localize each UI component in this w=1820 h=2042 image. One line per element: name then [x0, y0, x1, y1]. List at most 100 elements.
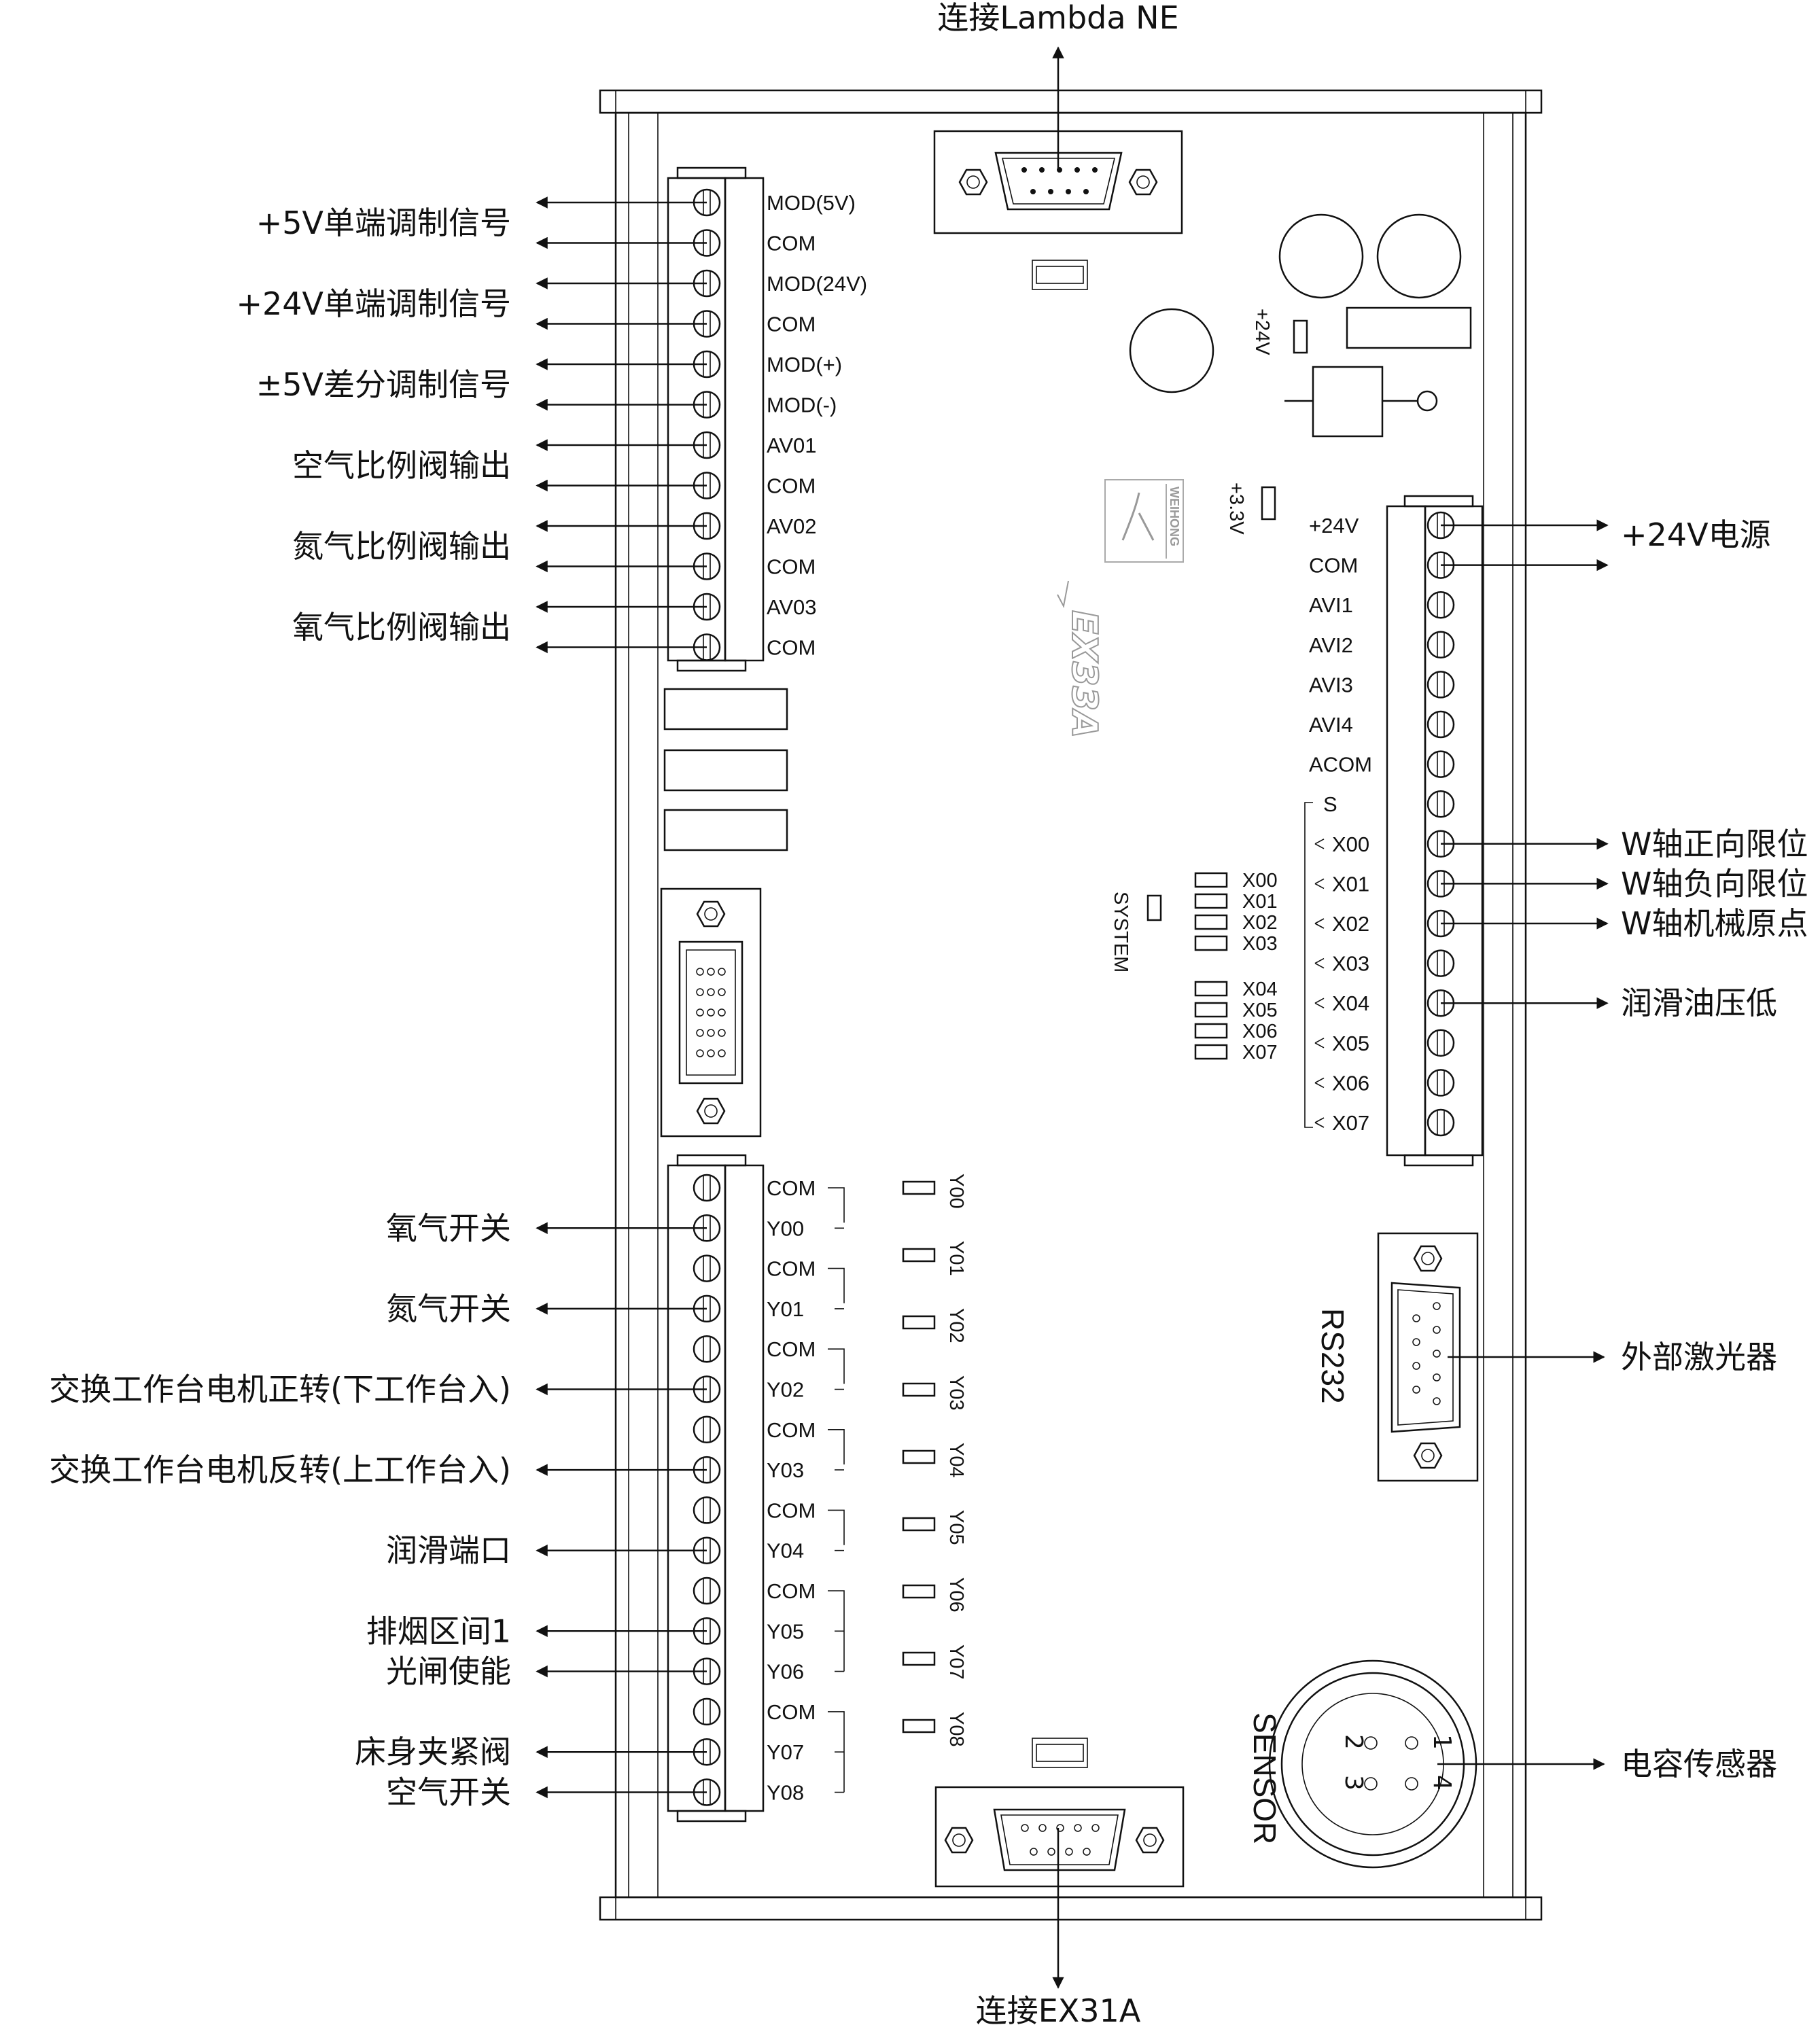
- pin-label: AV03: [767, 595, 817, 619]
- input-led: [1194, 1044, 1228, 1060]
- terminal-screw: [693, 1335, 721, 1363]
- terminal-screw: [693, 1577, 721, 1605]
- pin-label: COM: [767, 636, 816, 660]
- terminal-screw: [1427, 1029, 1455, 1057]
- pin-label: AV01: [767, 434, 817, 457]
- pin-label: +24V: [1309, 514, 1359, 538]
- pin-label: MOD(-): [767, 393, 837, 417]
- top-connector-label: 连接Lambda NE: [937, 0, 1178, 36]
- terminal-screw: [1427, 591, 1455, 619]
- terminal-screw: [1427, 1069, 1455, 1097]
- output-led-label: Y00: [945, 1174, 967, 1209]
- pin-label: AVI2: [1309, 633, 1353, 657]
- pin-label: Y08: [767, 1781, 804, 1805]
- input-arrow: [1314, 839, 1325, 849]
- output-label: 交换工作台电机正转(下工作台入): [49, 1371, 511, 1408]
- pin-label: Y05: [767, 1619, 804, 1643]
- pin-label: X01: [1332, 872, 1369, 896]
- rs232-label: RS232: [1315, 1308, 1350, 1404]
- sensor-function-label: 电容传感器: [1621, 1746, 1777, 1782]
- output-label: 润滑端口: [386, 1532, 511, 1569]
- left-bottom-terminal-block: [667, 1154, 765, 1823]
- terminal-screw: [693, 1496, 721, 1524]
- com-bracket: [828, 1187, 845, 1229]
- signal-label: W轴负向限位: [1621, 865, 1808, 902]
- signal-label: 氮气比例阀输出: [292, 528, 511, 565]
- pin-label: COM: [767, 474, 816, 498]
- signal-label: W轴正向限位: [1621, 826, 1808, 862]
- terminal-screw: [1427, 671, 1455, 699]
- pin-label: COM: [1309, 554, 1358, 578]
- header-chip-top: [1032, 260, 1088, 290]
- pin-label: COM: [767, 1176, 816, 1200]
- pin-label: Y07: [767, 1740, 804, 1764]
- brand-text: WEIHONG: [1168, 487, 1181, 546]
- input-led: [1194, 893, 1228, 909]
- pin-label: X05: [1332, 1032, 1369, 1055]
- pin-label: X06: [1332, 1071, 1369, 1095]
- pin-label: Y03: [767, 1458, 804, 1482]
- output-led-label: Y06: [945, 1577, 967, 1613]
- pin-label: AVI1: [1309, 593, 1353, 617]
- input-led: [1194, 872, 1228, 888]
- input-arrow: [1314, 998, 1325, 1008]
- output-led: [902, 1584, 936, 1599]
- input-arrow: [1314, 918, 1325, 929]
- pin-label: Y06: [767, 1660, 804, 1684]
- output-led: [902, 1719, 936, 1733]
- output-led: [902, 1315, 936, 1330]
- rs232-function-label: 外部激光器: [1621, 1339, 1777, 1375]
- output-led-label: Y03: [945, 1375, 967, 1411]
- pin-label: S: [1323, 792, 1337, 816]
- signal-label: +24V单端调制信号: [236, 285, 511, 322]
- terminal-screw: [1427, 710, 1455, 739]
- pin-label: Y04: [767, 1539, 804, 1563]
- pin-label: COM: [767, 1498, 816, 1522]
- input-led: [1194, 1023, 1228, 1039]
- signal-label: +24V电源: [1621, 516, 1771, 553]
- input-led-label: X06: [1242, 1021, 1278, 1042]
- com-bracket: [828, 1348, 845, 1390]
- signal-label: 润滑油压低: [1621, 985, 1777, 1021]
- output-label: 氮气开关: [386, 1290, 511, 1327]
- pin-label: MOD(24V): [767, 272, 867, 296]
- pin-label: X02: [1332, 912, 1369, 936]
- pin-label: COM: [767, 1700, 816, 1724]
- terminal-screw: [693, 1697, 721, 1726]
- relay-group: [663, 688, 788, 851]
- svg-text:EX33A: EX33A: [1064, 610, 1104, 738]
- pin-label: MOD(5V): [767, 191, 856, 215]
- terminal-screw: [1427, 750, 1455, 778]
- controller-housing: [599, 89, 1543, 1921]
- input-led-label: X07: [1242, 1042, 1278, 1063]
- output-led-label: Y05: [945, 1510, 967, 1545]
- header-chip-bottom: [1032, 1738, 1088, 1768]
- bottom-connector-label: 连接EX31A: [976, 1992, 1141, 2029]
- input-led-label: X02: [1242, 912, 1278, 934]
- pin-label: AVI3: [1309, 673, 1353, 697]
- db15-port[interactable]: [660, 887, 762, 1138]
- pin-label: Y02: [767, 1378, 804, 1402]
- input-arrow: [1314, 1038, 1325, 1049]
- output-led-label: Y04: [945, 1443, 967, 1478]
- right-terminal-block: [1304, 495, 1484, 1167]
- com-bracket: [828, 1590, 845, 1672]
- output-label: 空气开关: [386, 1774, 511, 1811]
- pin-label: Y01: [767, 1297, 804, 1321]
- pin-label: Y00: [767, 1216, 804, 1240]
- pin-label: COM: [767, 1418, 816, 1442]
- db9-bottom-connector[interactable]: [934, 1786, 1185, 1888]
- terminal-screw: [1427, 631, 1455, 659]
- input-led: [1194, 981, 1228, 997]
- com-bracket: [828, 1429, 845, 1471]
- input-led: [1194, 1002, 1228, 1018]
- output-led-label: Y01: [945, 1241, 967, 1276]
- pin-label: COM: [767, 555, 816, 579]
- pin-label: ACOM: [1309, 753, 1372, 777]
- output-led-label: Y08: [945, 1712, 967, 1747]
- pin-label: COM: [767, 1257, 816, 1281]
- board-components: [1129, 213, 1472, 921]
- output-led: [902, 1517, 936, 1532]
- weihong-logo: WEIHONG: [1104, 479, 1184, 563]
- signal-label: 氧气比例阀输出: [292, 609, 511, 646]
